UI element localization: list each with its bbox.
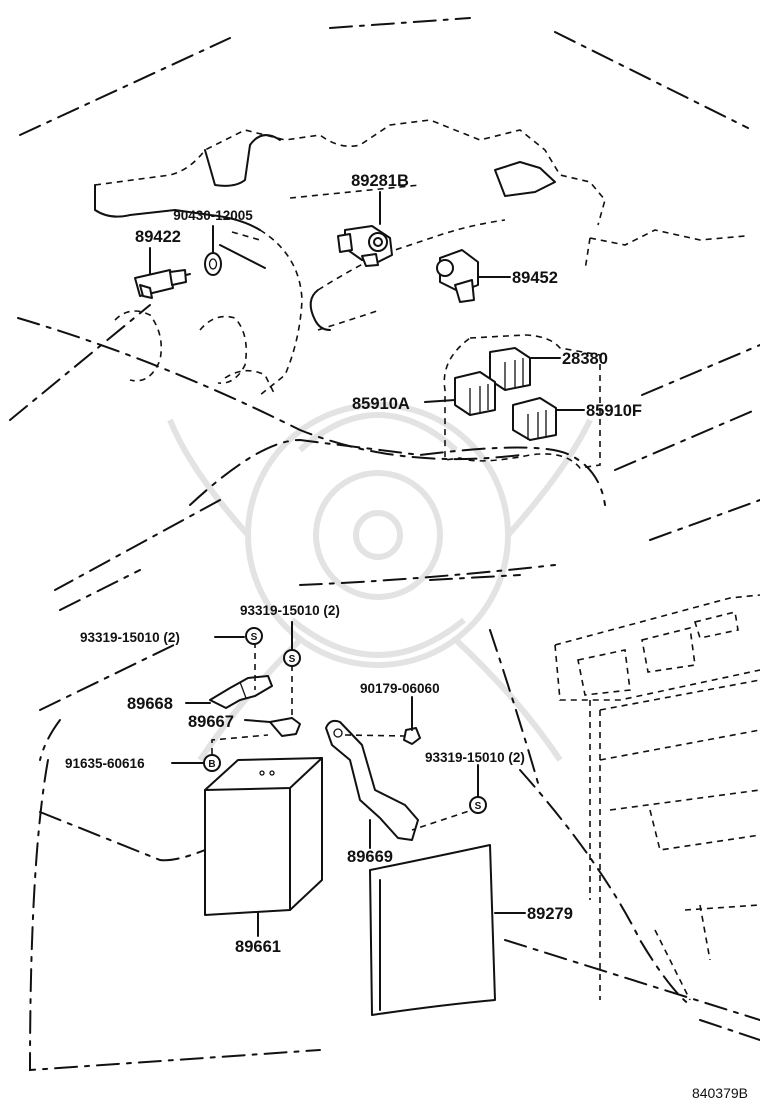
svg-text:B: B <box>208 759 215 770</box>
label-85910a[interactable]: 85910A <box>352 395 410 413</box>
label-89668[interactable]: 89668 <box>127 695 173 713</box>
label-89667[interactable]: 89667 <box>188 713 234 731</box>
svg-text:S: S <box>251 632 258 643</box>
svg-text:S: S <box>289 654 296 665</box>
washer <box>204 252 222 276</box>
label-89669[interactable]: 89669 <box>347 848 393 866</box>
label-93319-15010-left[interactable]: 93319-15010 (2) <box>80 630 180 645</box>
label-89281b[interactable]: 89281B <box>351 172 409 190</box>
throttle-position-sensor <box>337 225 393 267</box>
label-89422[interactable]: 89422 <box>135 228 181 246</box>
console-outline <box>554 594 760 1001</box>
water-temp-sensor <box>134 269 191 299</box>
label-89452[interactable]: 89452 <box>512 269 558 287</box>
washer-inner <box>208 258 218 270</box>
relay-85910a <box>454 371 496 416</box>
circled-symbol-b: B <box>203 754 221 772</box>
label-85910f[interactable]: 85910F <box>586 402 642 420</box>
label-28380[interactable]: 28380 <box>562 350 608 368</box>
circled-symbol-s-2: S <box>283 649 301 667</box>
label-90179-06060[interactable]: 90179-06060 <box>360 681 440 696</box>
svg-text:S: S <box>475 801 482 812</box>
circled-symbol-s-1: S <box>245 627 263 645</box>
label-90430-12005[interactable]: 90430-12005 <box>173 208 253 223</box>
relay-box-outline <box>443 334 601 469</box>
label-89279[interactable]: 89279 <box>527 905 573 923</box>
ecu-box-89661 <box>204 757 323 916</box>
engine-outline <box>94 119 746 396</box>
relay-85910f <box>512 397 557 441</box>
diagram-code: 840379B <box>692 1085 748 1101</box>
label-89661[interactable]: 89661 <box>235 938 281 956</box>
cover-89279 <box>369 844 496 1016</box>
leader-lines <box>149 191 585 937</box>
bracket-89667 <box>269 717 301 737</box>
label-91635-60616[interactable]: 91635-60616 <box>65 756 145 771</box>
bracket-89668 <box>209 675 273 709</box>
watermark-emblem <box>167 402 593 762</box>
bracket-89669 <box>325 719 419 841</box>
label-93319-15010-middle[interactable]: 93319-15010 (2) <box>240 603 340 618</box>
body-outline <box>9 17 760 1072</box>
idle-control-sensor <box>436 249 479 303</box>
label-93319-15010-right[interactable]: 93319-15010 (2) <box>425 750 525 765</box>
connection-lines <box>211 642 479 831</box>
circled-symbol-s-3: S <box>469 796 487 814</box>
